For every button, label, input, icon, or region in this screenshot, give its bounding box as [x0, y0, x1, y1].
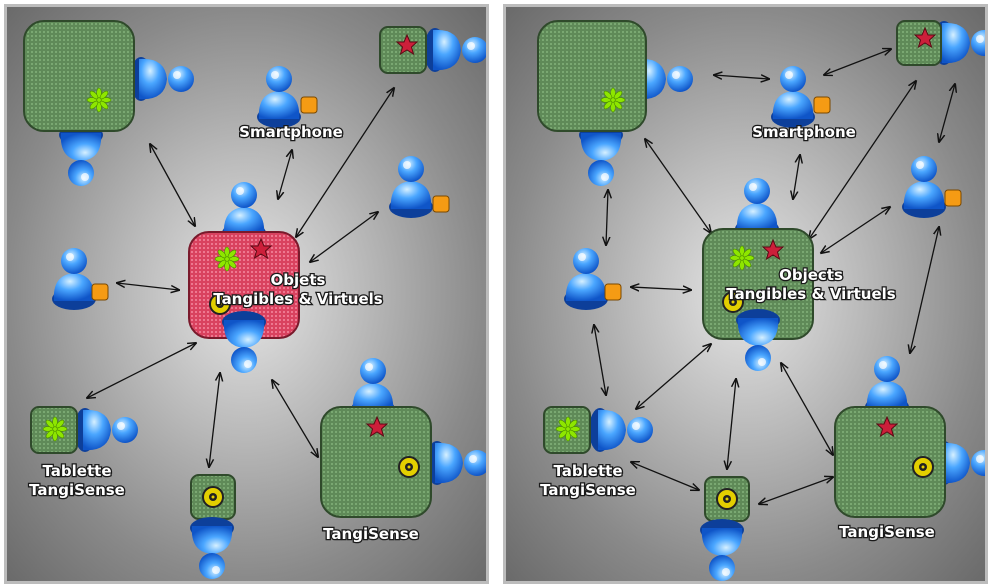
central-shared-table — [188, 182, 300, 373]
smartphone-user — [257, 66, 318, 128]
flower-token-icon — [600, 87, 626, 113]
flower-token-icon — [555, 416, 581, 442]
right-diagram: Objects Tangibles & Virtuels Smartphone … — [537, 20, 985, 581]
smartphone-icon — [432, 195, 450, 213]
smartphone-icon — [300, 96, 318, 114]
smartphone-icon — [813, 96, 831, 114]
small-tablet-top-right — [379, 26, 486, 74]
smartphone-icon — [91, 283, 109, 301]
small-tablet-bottom — [190, 474, 236, 579]
center-label-line1: Objects — [779, 266, 843, 284]
large-tabletop-top-left — [537, 20, 693, 186]
flower-token-icon — [86, 87, 112, 113]
smartphone-label: Smartphone — [239, 123, 343, 141]
tablette-label-line1: Tablette — [554, 462, 623, 480]
smartphone-icon — [944, 189, 962, 207]
tangisense-label: TangiSense — [839, 523, 935, 541]
flower-token-icon — [729, 245, 755, 271]
center-label-line1: Objets — [271, 271, 326, 289]
smartphone-user-left — [52, 248, 109, 310]
smartphone-user — [771, 66, 831, 128]
tangisense-table — [320, 358, 486, 518]
token-icon — [716, 488, 738, 510]
tablette-label-line2: TangiSense — [29, 481, 125, 499]
left-diagram: Objets Tangibles & Virtuels Smartphone T… — [23, 20, 486, 579]
center-label-line2: Tangibles & Virtuels — [213, 290, 383, 308]
tangisense-label: TangiSense — [323, 525, 419, 543]
tangisense-table — [834, 356, 985, 518]
tablette-label-line1: Tablette — [43, 462, 112, 480]
connection-arrows — [594, 49, 955, 504]
flower-token-icon — [42, 416, 68, 442]
smartphone-icon — [604, 283, 622, 301]
right-diagram-panel: Objects Tangibles & Virtuels Smartphone … — [503, 4, 988, 584]
tablette-label-line2: TangiSense — [540, 481, 636, 499]
smartphone-user-right — [902, 156, 962, 218]
tablette-tangisense — [543, 406, 653, 454]
small-tablet-top-right — [896, 20, 985, 66]
left-diagram-panel: Objets Tangibles & Virtuels Smartphone T… — [4, 4, 489, 584]
token-icon — [202, 486, 224, 508]
token-icon — [398, 456, 420, 478]
smartphone-user-right — [389, 156, 450, 218]
token-icon — [912, 456, 934, 478]
connection-arrows — [87, 88, 394, 467]
smartphone-label: Smartphone — [752, 123, 856, 141]
small-tablet-bottom — [700, 476, 750, 581]
tablette-tangisense — [30, 406, 138, 454]
central-shared-table — [702, 178, 814, 371]
flower-token-icon — [214, 246, 240, 272]
center-label-line2: Tangibles & Virtuels — [726, 285, 896, 303]
large-tabletop-top-left — [23, 20, 194, 186]
smartphone-user-left — [564, 248, 622, 310]
